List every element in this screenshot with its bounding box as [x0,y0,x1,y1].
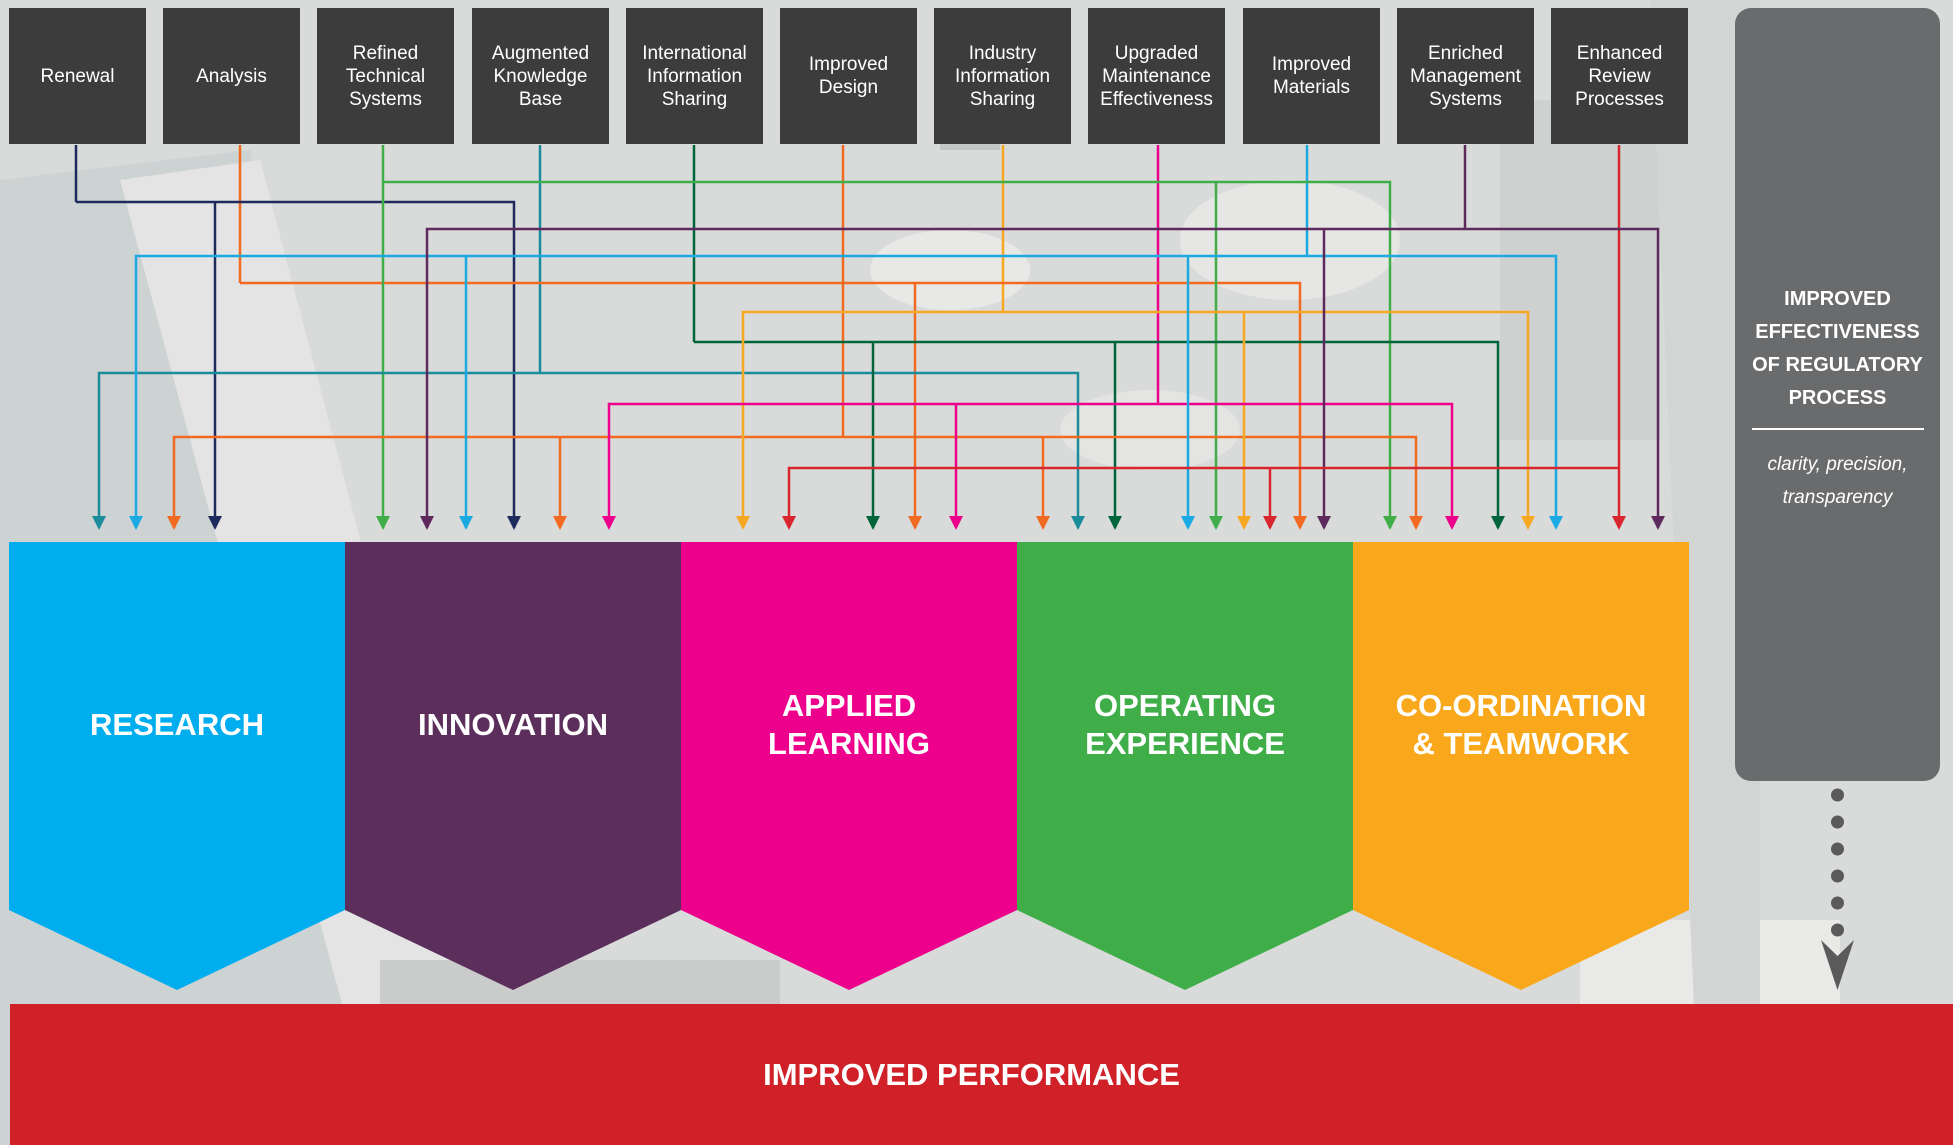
connector-arrowhead [1293,516,1307,530]
connector-arrowhead [129,516,143,530]
connector-arrowhead [553,516,567,530]
pillar-shape [1353,542,1689,990]
input-box: Renewal [9,8,146,144]
connector-arrowhead [1108,516,1122,530]
connector-arrowhead [1181,516,1195,530]
connector-line [1465,227,1660,528]
connector-line [97,371,540,528]
improved-performance-label: IMPROVED PERFORMANCE [763,1056,1180,1092]
pillar-label: OPERATING EXPERIENCE [1085,688,1285,761]
connector-arrowhead [1549,516,1563,530]
connector-arrowhead [1237,516,1251,530]
input-box: Augmented Knowledge Base [472,8,609,144]
input-box: Refined Technical Systems [317,8,454,144]
connector-arrowhead [866,516,880,530]
connector-arrowhead [1071,516,1085,530]
connector-line [694,340,1500,528]
connector-arrowhead [1036,516,1050,530]
connector-arrowhead [420,516,434,530]
connector-arrowhead [1383,516,1397,530]
side-panel-divider [1752,428,1924,430]
connector-arrowhead [1209,516,1223,530]
connector-arrowhead [949,516,963,530]
input-box: Enhanced Review Processes [1551,8,1688,144]
dotted-down-arrow [1821,788,1854,990]
input-box: Analysis [163,8,300,144]
input-box: Improved Materials [1243,8,1380,144]
connector-line [172,435,843,528]
connector-line [1307,254,1558,528]
pillar-shape [681,542,1017,990]
connector-arrowhead [376,516,390,530]
connector-arrowhead [602,516,616,530]
connector-line [425,227,1465,528]
input-box: Improved Design [780,8,917,144]
connector-arrowhead [782,516,796,530]
connector-arrowhead [507,516,521,530]
connector-line [741,310,1003,528]
pillar-shape [345,542,681,990]
connector-arrowhead [167,516,181,530]
connector-arrowhead [1491,516,1505,530]
connector-arrowhead [208,516,222,530]
connector-line [787,466,1619,528]
connector-line [1158,402,1454,528]
connector-line [540,371,1080,528]
connector-arrowhead [1445,516,1459,530]
improved-performance-banner: IMPROVED PERFORMANCE [10,1004,1953,1145]
pillar-shape [9,542,345,990]
pillar-shape [1017,542,1353,990]
connector-arrowhead [1263,516,1277,530]
pillar-label: RESEARCH [90,707,264,742]
connector-arrowhead [736,516,750,530]
connector-line [843,435,1418,528]
connector-arrowhead [1612,516,1626,530]
connector-arrowhead [459,516,473,530]
connector-arrowhead [1651,516,1665,530]
connector-line [76,200,516,528]
connector-arrowhead [92,516,106,530]
side-panel-title: IMPROVED EFFECTIVENESS OF REGULATORY PRO… [1752,288,1923,409]
connector-line [134,254,1307,528]
pillar-label: CO-ORDINATION & TEAMWORK [1395,688,1647,761]
side-panel-subtitle: clarity, precision, transparency [1767,454,1908,508]
input-box: Upgraded Maintenance Effectiveness [1088,8,1225,144]
input-box: Enriched Management Systems [1397,8,1534,144]
connector-arrowhead [908,516,922,530]
connector-line [383,180,1392,528]
input-box: Industry Information Sharing [934,8,1071,144]
input-box: International Information Sharing [626,8,763,144]
connector-arrowhead [1521,516,1535,530]
regulatory-process-panel: IMPROVED EFFECTIVENESS OF REGULATORY PRO… [1735,8,1940,781]
connector-line [240,281,1302,528]
pillar-label: INNOVATION [417,707,608,742]
pillar-label: APPLIED LEARNING [768,688,930,761]
connector-line [607,402,1158,528]
connector-arrowhead [1409,516,1423,530]
connector-arrowhead [1317,516,1331,530]
connector-line [1003,310,1530,528]
